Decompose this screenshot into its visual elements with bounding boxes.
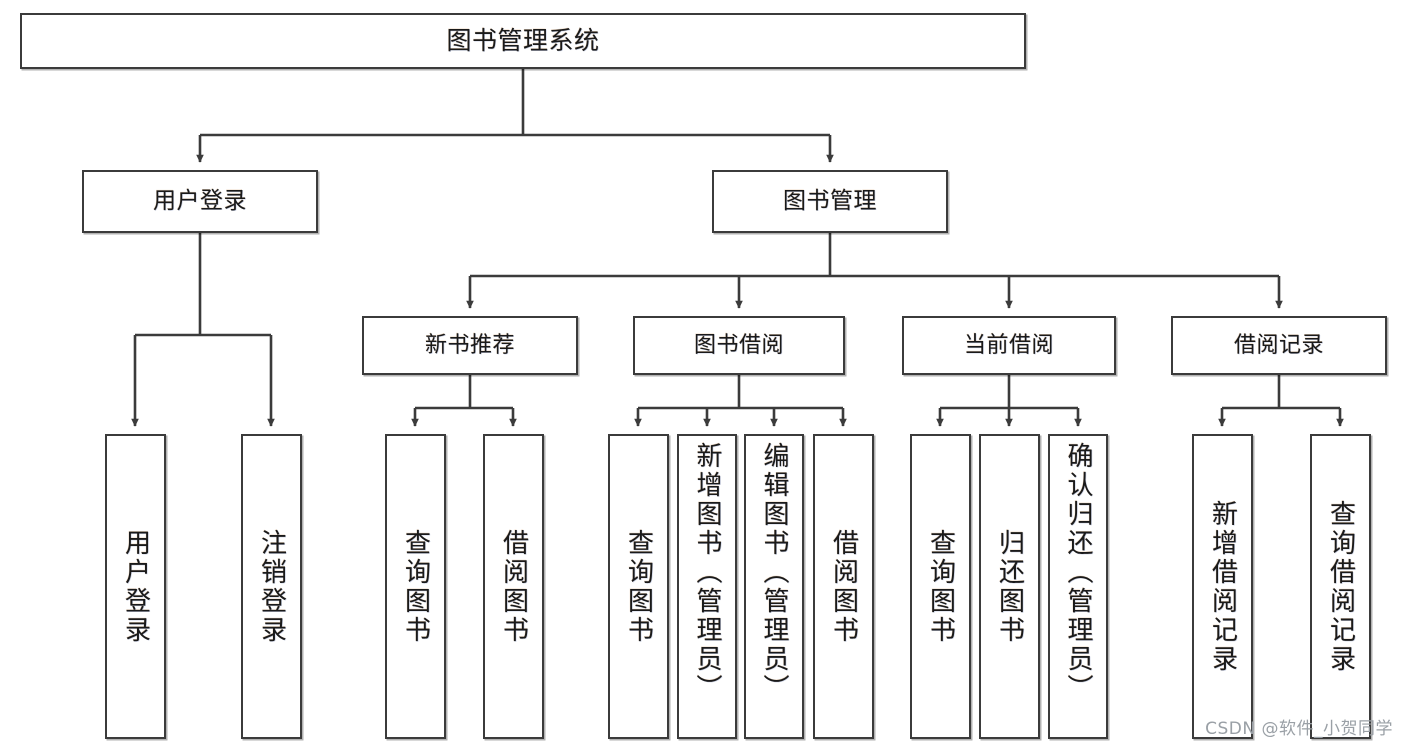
node-book-manage-label: 图书管理: [783, 187, 877, 214]
node-current-borrow-label: 当前借阅: [963, 332, 1054, 358]
node-borrow-records[interactable]: 借阅记录: [1171, 316, 1387, 375]
leaf-records-add-record[interactable]: 新增借阅记录: [1192, 434, 1253, 739]
node-root-system-label: 图书管理系统: [446, 26, 600, 56]
csdn-watermark: CSDN @软件_小贺同学: [1205, 719, 1393, 739]
node-book-borrow[interactable]: 图书借阅: [633, 316, 845, 375]
leaf-borrow-query-book[interactable]: 查询图书: [608, 434, 669, 739]
leaf-records-add-record-label: 新增借阅记录: [1207, 499, 1238, 674]
leaf-borrow-borrow-book[interactable]: 借阅图书: [813, 434, 874, 739]
node-new-book-recommend-label: 新书推荐: [424, 332, 515, 358]
leaf-borrow-edit-book-admin-label: 编辑图书（管理员）: [759, 442, 789, 703]
leaf-borrow-query-book-label: 查询图书: [623, 528, 654, 645]
leaf-user-login[interactable]: 用户登录: [105, 434, 166, 739]
leaf-user-login-label: 用户登录: [120, 528, 151, 645]
leaf-current-query-book-label: 查询图书: [925, 528, 956, 645]
node-borrow-records-label: 借阅记录: [1233, 332, 1324, 358]
leaf-borrow-add-book-admin-label: 新增图书（管理员）: [692, 442, 722, 703]
leaf-records-query-record-label: 查询借阅记录: [1325, 499, 1356, 674]
leaf-records-query-record[interactable]: 查询借阅记录: [1310, 434, 1371, 739]
leaf-logout[interactable]: 注销登录: [241, 434, 302, 739]
leaf-newbook-borrow-book[interactable]: 借阅图书: [483, 434, 544, 739]
node-current-borrow[interactable]: 当前借阅: [902, 316, 1116, 375]
leaf-borrow-add-book-admin[interactable]: 新增图书（管理员）: [677, 434, 737, 739]
leaf-current-return-book[interactable]: 归还图书: [979, 434, 1040, 739]
leaf-current-query-book[interactable]: 查询图书: [910, 434, 971, 739]
leaf-current-confirm-return-admin-label: 确认归还（管理员）: [1063, 442, 1093, 703]
node-root-system[interactable]: 图书管理系统: [20, 13, 1026, 69]
leaf-logout-label: 注销登录: [256, 528, 287, 645]
node-book-manage[interactable]: 图书管理: [712, 170, 948, 233]
leaf-newbook-query-book[interactable]: 查询图书: [385, 434, 446, 739]
leaf-current-return-book-label: 归还图书: [994, 528, 1025, 645]
node-book-borrow-label: 图书借阅: [693, 332, 784, 358]
leaf-borrow-borrow-book-label: 借阅图书: [828, 528, 859, 645]
node-user-login[interactable]: 用户登录: [82, 170, 318, 233]
leaf-newbook-query-book-label: 查询图书: [400, 528, 431, 645]
node-user-login-label: 用户登录: [153, 187, 247, 214]
leaf-newbook-borrow-book-label: 借阅图书: [498, 528, 529, 645]
leaf-current-confirm-return-admin[interactable]: 确认归还（管理员）: [1048, 434, 1108, 739]
node-new-book-recommend[interactable]: 新书推荐: [362, 316, 578, 375]
leaf-borrow-edit-book-admin[interactable]: 编辑图书（管理员）: [744, 434, 804, 739]
